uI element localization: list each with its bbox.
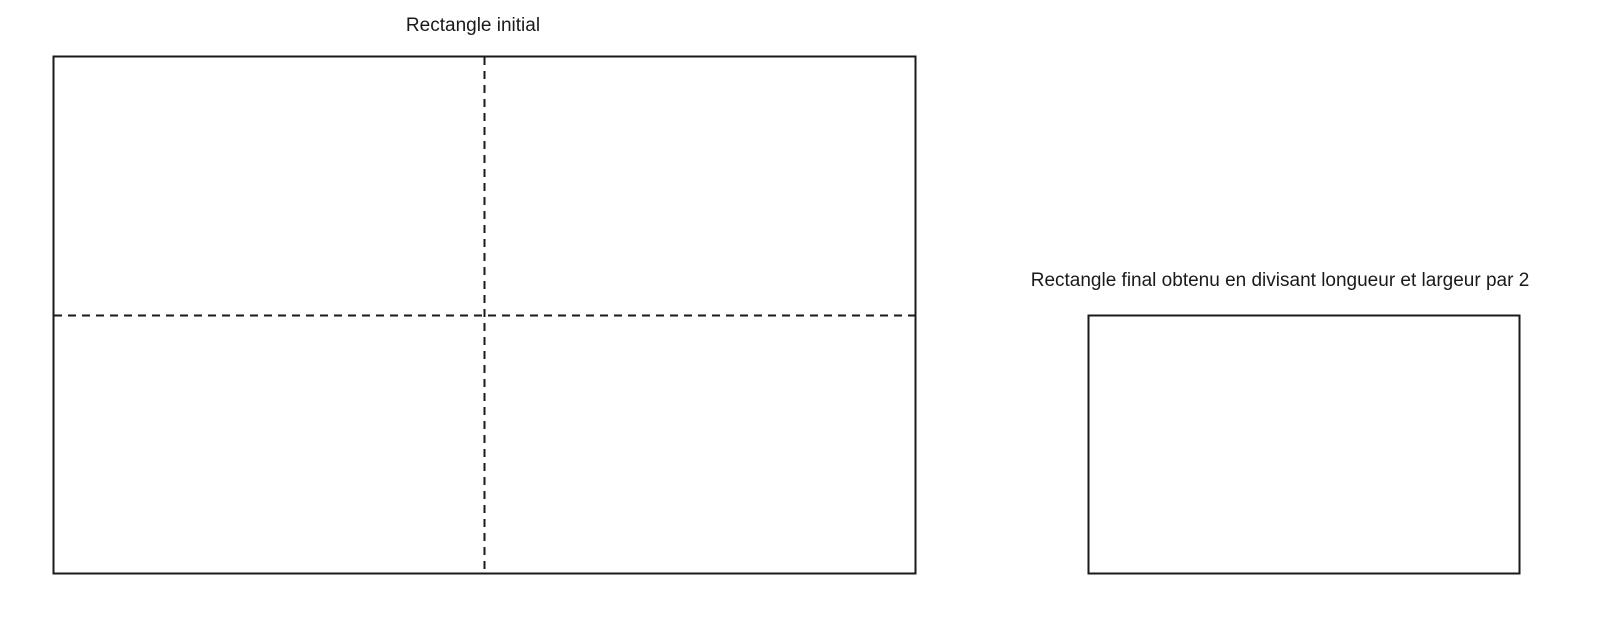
initial-rectangle-title: Rectangle initial (405, 15, 541, 36)
final-rectangle (1087, 314, 1521, 575)
initial-rectangle (52, 55, 917, 575)
final-rectangle-title: Rectangle final obtenu en divisant longu… (1030, 270, 1530, 291)
